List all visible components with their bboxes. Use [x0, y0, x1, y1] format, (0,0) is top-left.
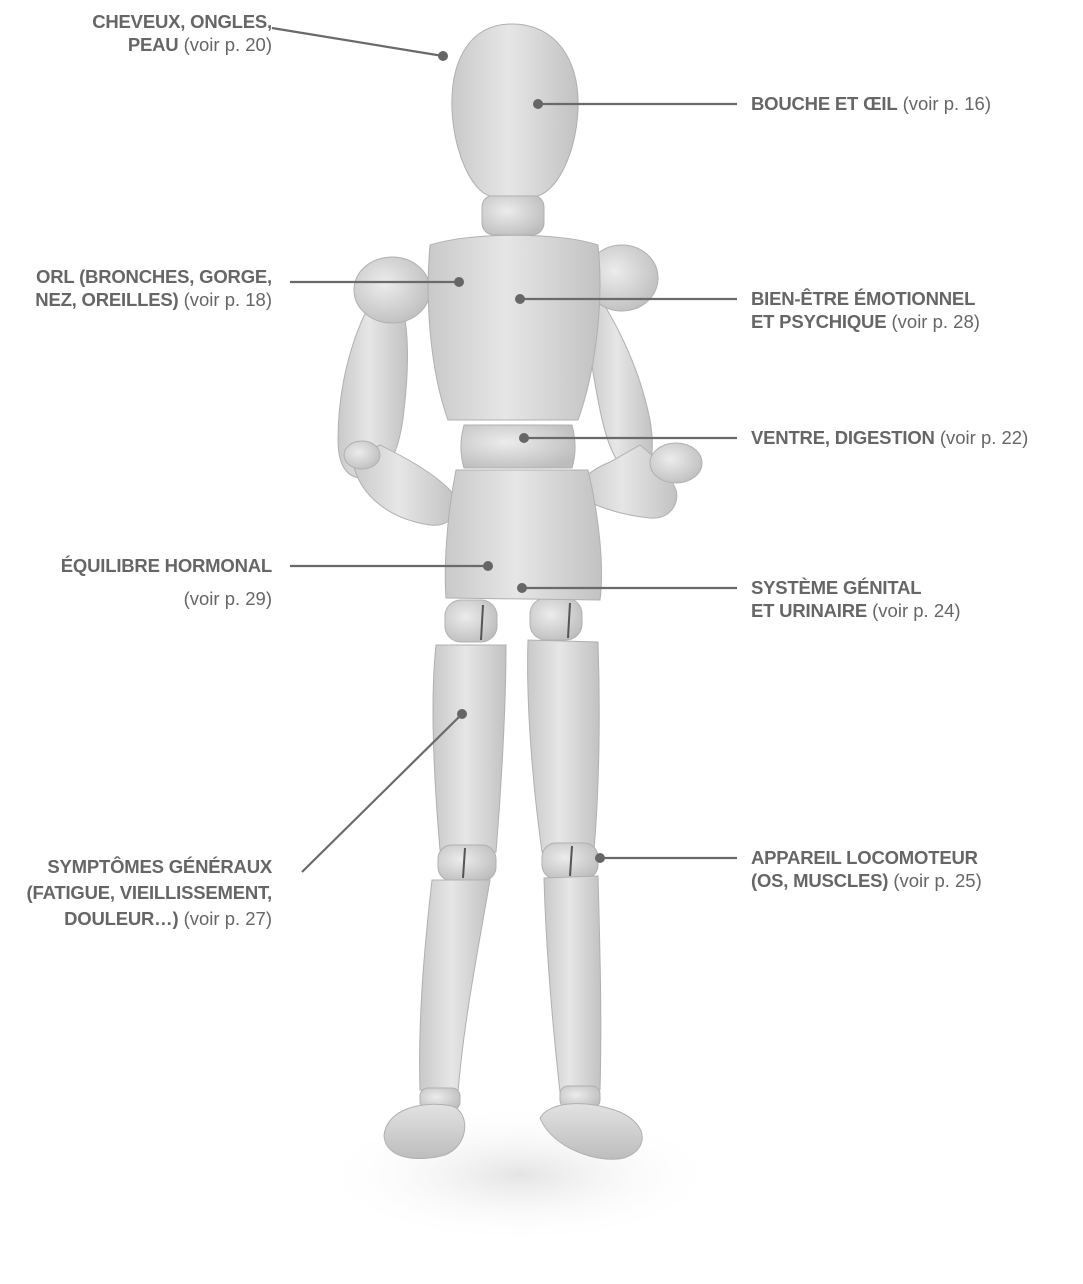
- label-digestion-title: VENTRE, DIGESTION: [751, 427, 935, 448]
- label-orl-ref: (voir p. 18): [184, 289, 272, 310]
- label-orl-line2: NEZ, OREILLES): [35, 289, 178, 310]
- mannequin-torso: [428, 24, 601, 600]
- label-hormonal-ref: (voir p. 29): [184, 588, 272, 609]
- leader-dot-genital: [517, 583, 527, 593]
- leader-line-hair: [272, 28, 443, 56]
- label-hair-line2: PEAU: [128, 34, 179, 55]
- label-hair-line1: CHEVEUX, ONGLES,: [92, 11, 272, 32]
- label-genital-ref: (voir p. 24): [872, 600, 960, 621]
- label-genital-line1: SYSTÈME GÉNITAL: [751, 577, 921, 598]
- label-general-symptoms: SYMPTÔMES GÉNÉRAUX (FATIGUE, VIEILLISSEM…: [27, 854, 272, 932]
- label-hormonal-balance: ÉQUILIBRE HORMONAL (voir p. 29): [61, 554, 272, 610]
- label-genital-line2: ET URINAIRE: [751, 600, 867, 621]
- label-wellbeing-line2: ET PSYCHIQUE: [751, 311, 886, 332]
- leader-dot-wellbeing: [515, 294, 525, 304]
- label-wellbeing: BIEN-ÊTRE ÉMOTIONNEL ET PSYCHIQUE (voir …: [751, 287, 980, 333]
- label-genital-urinary: SYSTÈME GÉNITAL ET URINAIRE (voir p. 24): [751, 576, 961, 622]
- label-locomotor: APPAREIL LOCOMOTEUR (OS, MUSCLES) (voir …: [751, 846, 982, 892]
- leader-dot-hair: [438, 51, 448, 61]
- leader-dot-digestion: [519, 433, 529, 443]
- label-hair-ref: (voir p. 20): [184, 34, 272, 55]
- label-mouth-eye-ref: (voir p. 16): [903, 93, 991, 114]
- leader-dot-hormonal: [483, 561, 493, 571]
- label-digestion-ref: (voir p. 22): [940, 427, 1028, 448]
- label-general-line1: SYMPTÔMES GÉNÉRAUX: [47, 856, 272, 877]
- label-locomotor-line1: APPAREIL LOCOMOTEUR: [751, 847, 978, 868]
- label-hair-nails-skin: CHEVEUX, ONGLES, PEAU (voir p. 20): [92, 10, 272, 56]
- label-mouth-eye: BOUCHE ET ŒIL (voir p. 16): [751, 92, 991, 115]
- label-wellbeing-ref: (voir p. 28): [892, 311, 980, 332]
- label-orl-line1: ORL (BRONCHES, GORGE,: [36, 266, 272, 287]
- leader-dot-locomotor: [595, 853, 605, 863]
- mannequin-legs: [384, 598, 642, 1159]
- label-digestion: VENTRE, DIGESTION (voir p. 22): [751, 426, 1028, 449]
- leader-dot-orl: [454, 277, 464, 287]
- label-mouth-eye-title: BOUCHE ET ŒIL: [751, 93, 897, 114]
- label-wellbeing-line1: BIEN-ÊTRE ÉMOTIONNEL: [751, 288, 975, 309]
- label-locomotor-line2: (OS, MUSCLES): [751, 870, 888, 891]
- label-orl: ORL (BRONCHES, GORGE, NEZ, OREILLES) (vo…: [35, 265, 272, 311]
- label-general-line3: DOULEUR…): [64, 908, 178, 929]
- leader-dot-mouth-eye: [533, 99, 543, 109]
- label-general-line2: (FATIGUE, VIEILLISSEMENT,: [27, 882, 272, 903]
- leader-dot-general: [457, 709, 467, 719]
- label-hormonal-title: ÉQUILIBRE HORMONAL: [61, 555, 272, 576]
- floor-shadow: [320, 1105, 720, 1245]
- label-general-ref: (voir p. 27): [184, 908, 272, 929]
- label-locomotor-ref: (voir p. 25): [893, 870, 981, 891]
